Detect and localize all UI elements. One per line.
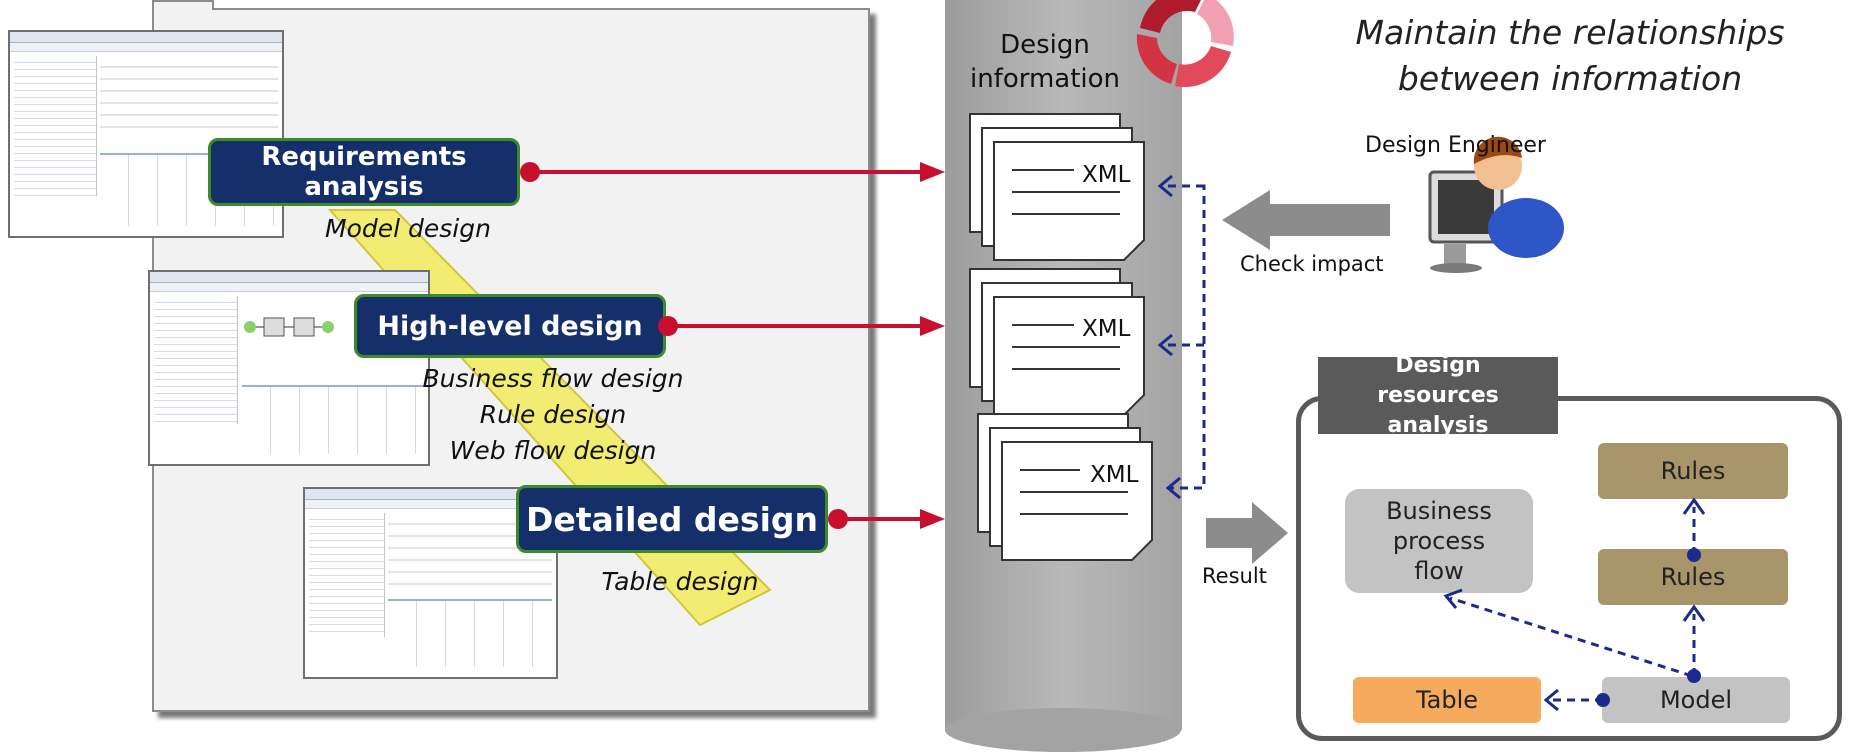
- node-rules-top: Rules: [1598, 443, 1788, 499]
- node-label: Model: [1659, 686, 1733, 714]
- analysis-panel: [1296, 396, 1842, 741]
- engineer-label: Design Engineer: [1365, 133, 1546, 158]
- flow-arrows: [530, 162, 945, 529]
- requirements-screenshot: [8, 30, 284, 238]
- panel-tab: [152, 0, 214, 10]
- phase-connector-dot: [520, 162, 540, 182]
- xml-label-1: XML: [1082, 162, 1131, 188]
- xml-label-2: XML: [1082, 316, 1131, 342]
- xml-doc-stack-2: [969, 268, 1145, 416]
- phase-connector-dot: [658, 316, 678, 336]
- xml-doc-stack-3: [977, 413, 1153, 561]
- activity-web-flow-design: Web flow design: [449, 436, 657, 465]
- phase-label: Requirements analysis: [261, 142, 467, 202]
- analysis-title: Design resources analysis: [1318, 353, 1558, 438]
- check-impact-arrow: [1222, 190, 1390, 250]
- phase-high-level-design: High-level design: [354, 294, 666, 358]
- node-label: Business process flow: [1386, 497, 1492, 585]
- node-model: Model: [1602, 677, 1790, 723]
- activity-business-flow-design: Business flow design: [422, 364, 684, 393]
- high-level-screenshot: [148, 270, 430, 466]
- result-label: Result: [1202, 564, 1267, 588]
- xml-label-3: XML: [1090, 462, 1139, 488]
- phase-label: Detailed design: [525, 499, 818, 539]
- xml-link-lines: [1162, 184, 1206, 490]
- xml-link-arrowheads: [1157, 174, 1181, 500]
- check-impact-label: Check impact: [1240, 252, 1384, 276]
- node-label: Rules: [1660, 563, 1726, 591]
- node-label: Table: [1415, 686, 1479, 714]
- repository-label-line1: Design: [1000, 30, 1090, 60]
- header-caption: Maintain the relationships between infor…: [1290, 10, 1850, 102]
- activity-rule-design: Rule design: [479, 400, 627, 429]
- repository-cylinder-base: [945, 708, 1181, 752]
- node-label: Rules: [1660, 457, 1726, 485]
- node-rules-mid: Rules: [1598, 549, 1788, 605]
- xml-doc-stack-1: [969, 113, 1145, 261]
- phase-connector-dot: [828, 509, 848, 529]
- design-engineer-icon: [1428, 136, 1564, 273]
- repository-label: Design information: [960, 28, 1130, 96]
- phase-requirements-analysis: Requirements analysis: [208, 138, 520, 206]
- header-line2: between information: [1397, 59, 1743, 98]
- node-business-process-flow: Business process flow: [1345, 489, 1533, 593]
- analysis-title-text: Design resources analysis: [1377, 352, 1499, 438]
- result-arrow: [1206, 502, 1288, 564]
- repository-label-line2: information: [969, 64, 1121, 94]
- activity-table-design: Table design: [601, 567, 759, 596]
- phase-label: High-level design: [377, 310, 643, 342]
- flow-thumbnail: [244, 317, 334, 337]
- phase-detailed-design: Detailed design: [516, 485, 828, 553]
- node-table: Table: [1353, 677, 1541, 723]
- cycle-icon: [1136, 0, 1234, 88]
- activity-model-design: Model design: [325, 214, 491, 243]
- header-line1: Maintain the relationships: [1355, 13, 1785, 52]
